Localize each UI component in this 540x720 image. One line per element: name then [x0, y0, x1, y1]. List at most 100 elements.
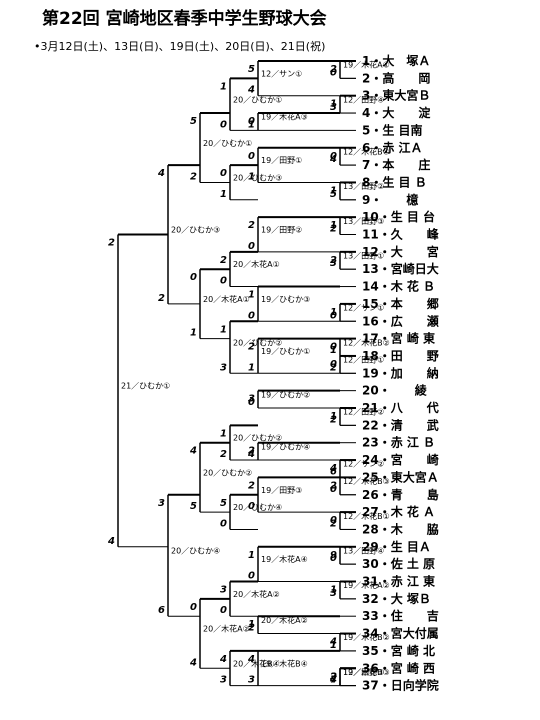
match-label-m2: 12／田野④ [343, 95, 384, 104]
team-entry-21: 21・八 代 [362, 400, 439, 415]
score-b-m7: 0 [330, 310, 337, 321]
team-entry-5: 5・生 目南 [362, 122, 423, 137]
team-entry-28: 28・木 脇 [362, 521, 439, 536]
score-a-m16: 4 [329, 637, 337, 648]
score-b-m11: 6 [330, 466, 337, 477]
score-b-s11: 2 [248, 623, 255, 634]
score-a-m14: 9 [330, 550, 337, 561]
score-a-q3: 2 [220, 255, 227, 266]
page-title: 第22回 宮崎地区春季中学生野球大会 [42, 9, 327, 29]
score-b-m10: 2 [330, 414, 337, 425]
team-entry-13: 13・宮崎日大 [362, 261, 439, 276]
score-b-s8: 4 [247, 449, 255, 460]
score-a-sf2: 0 [190, 272, 197, 283]
score-a-m13: 0 [330, 515, 337, 526]
score-a-s6: 2 [248, 342, 255, 353]
score-b-m1: 0 [330, 67, 337, 78]
score-a-sf3: 4 [189, 446, 197, 457]
team-entry-23: 23・赤 江 Ｂ [362, 435, 435, 450]
score-a-sf1: 5 [190, 116, 197, 127]
team-entry-10: 10・生 目 台 [362, 209, 435, 224]
score-b-ff: 4 [107, 536, 115, 547]
score-b-m2: 3 [330, 102, 337, 113]
score-b-m8: 1 [330, 345, 337, 356]
score-b-s4: 0 [248, 241, 255, 252]
score-b-q1: 0 [220, 119, 227, 130]
score-b-m17: 4 [329, 675, 337, 686]
team-entry-35: 35・宮 崎 北 [362, 643, 435, 658]
score-b-m15: 3 [330, 588, 337, 599]
score-b-m3: 4 [329, 154, 337, 165]
score-a-m4: 1 [330, 185, 337, 196]
match-label-m13: 12／木花B① [343, 511, 390, 521]
score-a-m6: 2 [330, 255, 337, 266]
match-label-m4: 13／田野② [343, 182, 384, 191]
team-entry-31: 31・赤 江 東 [362, 574, 435, 589]
score-a-ff: 2 [108, 238, 115, 249]
match-label-q5: 20／ひむか② [233, 434, 282, 443]
score-b-sf1: 2 [190, 171, 197, 182]
score-a-m2: 1 [330, 99, 337, 110]
match-label-sf1: 20／ひむか① [203, 139, 252, 148]
score-b-sf4: 4 [189, 657, 197, 668]
score-a-m3: 0 [330, 151, 337, 162]
score-b-m14: 0 [330, 553, 337, 564]
match-label-m16: 19／木花B② [343, 632, 390, 642]
team-entry-18: 18・田 野 [362, 349, 439, 363]
match-label-f1: 20／ひむか③ [171, 226, 220, 235]
score-b-m13: 2 [330, 518, 337, 529]
match-label-m3: 12／木花B④ [343, 146, 390, 156]
score-a-s1: 5 [248, 64, 255, 75]
score-a-m11: 4 [329, 463, 337, 474]
team-entry-6: 6・赤 江Ａ [362, 140, 423, 155]
score-a-m10: 1 [330, 411, 337, 422]
score-a-m9: 0 [330, 359, 337, 370]
match-label-q1: 20／ひむか① [233, 95, 282, 104]
match-label-m11: 12／サン② [343, 460, 384, 469]
match-label-m17: 12／田野③ [343, 668, 384, 677]
score-a-s7: 3 [248, 394, 255, 405]
score-a-f2: 3 [158, 498, 165, 509]
team-entry-8: 8・生 目 Ｂ [362, 174, 427, 189]
match-label-sf2: 20／木花A① [203, 294, 250, 304]
score-b-m5: 2 [330, 224, 337, 235]
score-b-m4: 5 [330, 189, 337, 200]
match-label-m15: 19／木花A② [343, 580, 390, 590]
score-b-q8: 3 [220, 675, 227, 686]
team-entry-15: 15・本 郷 [362, 296, 439, 311]
match-label-ff: 21／ひむか① [121, 382, 170, 391]
score-a-q5: 1 [220, 428, 227, 439]
team-entry-9: 9・ 檍 [362, 192, 418, 207]
team-entry-36: 36・宮 崎 西 [362, 660, 435, 675]
match-label-q2: 20／ひむか③ [233, 173, 282, 182]
score-a-s11: 1 [248, 619, 255, 630]
match-label-m14: 13／田野④ [343, 546, 384, 555]
match-label-s6: 19／ひむか① [261, 347, 310, 356]
score-a-m17: 2 [330, 671, 337, 682]
team-entry-2: 2・高 岡 [362, 70, 430, 85]
match-label-m1: 19／木花A① [343, 60, 390, 70]
match-label-m10: 12／田野② [343, 408, 384, 417]
match-label-q4: 20／ひむか② [233, 338, 282, 347]
match-label-m6: 13／田野① [343, 252, 384, 261]
score-a-s4: 2 [248, 220, 255, 231]
team-entry-30: 30・佐 土 原 [362, 556, 435, 571]
score-a-sf4: 0 [190, 602, 197, 613]
score-b-q2: 1 [220, 189, 227, 200]
match-label-m12: 12／木花B③ [343, 476, 390, 486]
match-label-s5: 19／ひむか③ [261, 295, 310, 304]
team-entry-34: 34・宮大付属 [362, 626, 439, 641]
score-b-s7: 0 [248, 397, 255, 408]
score-b-m9: 2 [330, 362, 337, 373]
score-a-s10: 1 [248, 550, 255, 561]
team-entry-27: 27・木 花 Ａ [362, 504, 435, 519]
team-entry-12: 12・大 宮 [362, 244, 439, 259]
schedule-dates: •3月12日(土)、13日(日)、19日(土)、20日(日)、21日(祝) [34, 40, 326, 53]
match-label-q8: 20／木花B④ [233, 658, 280, 668]
team-entry-25: 25・東大宮Ａ [362, 469, 439, 484]
team-entry-17: 17・宮 崎 東 [362, 331, 435, 346]
score-b-m12: 0 [330, 484, 337, 495]
score-a-q7: 3 [220, 585, 227, 596]
score-b-s10: 0 [248, 571, 255, 582]
team-entry-3: 3・東大宮Ｂ [362, 88, 430, 103]
